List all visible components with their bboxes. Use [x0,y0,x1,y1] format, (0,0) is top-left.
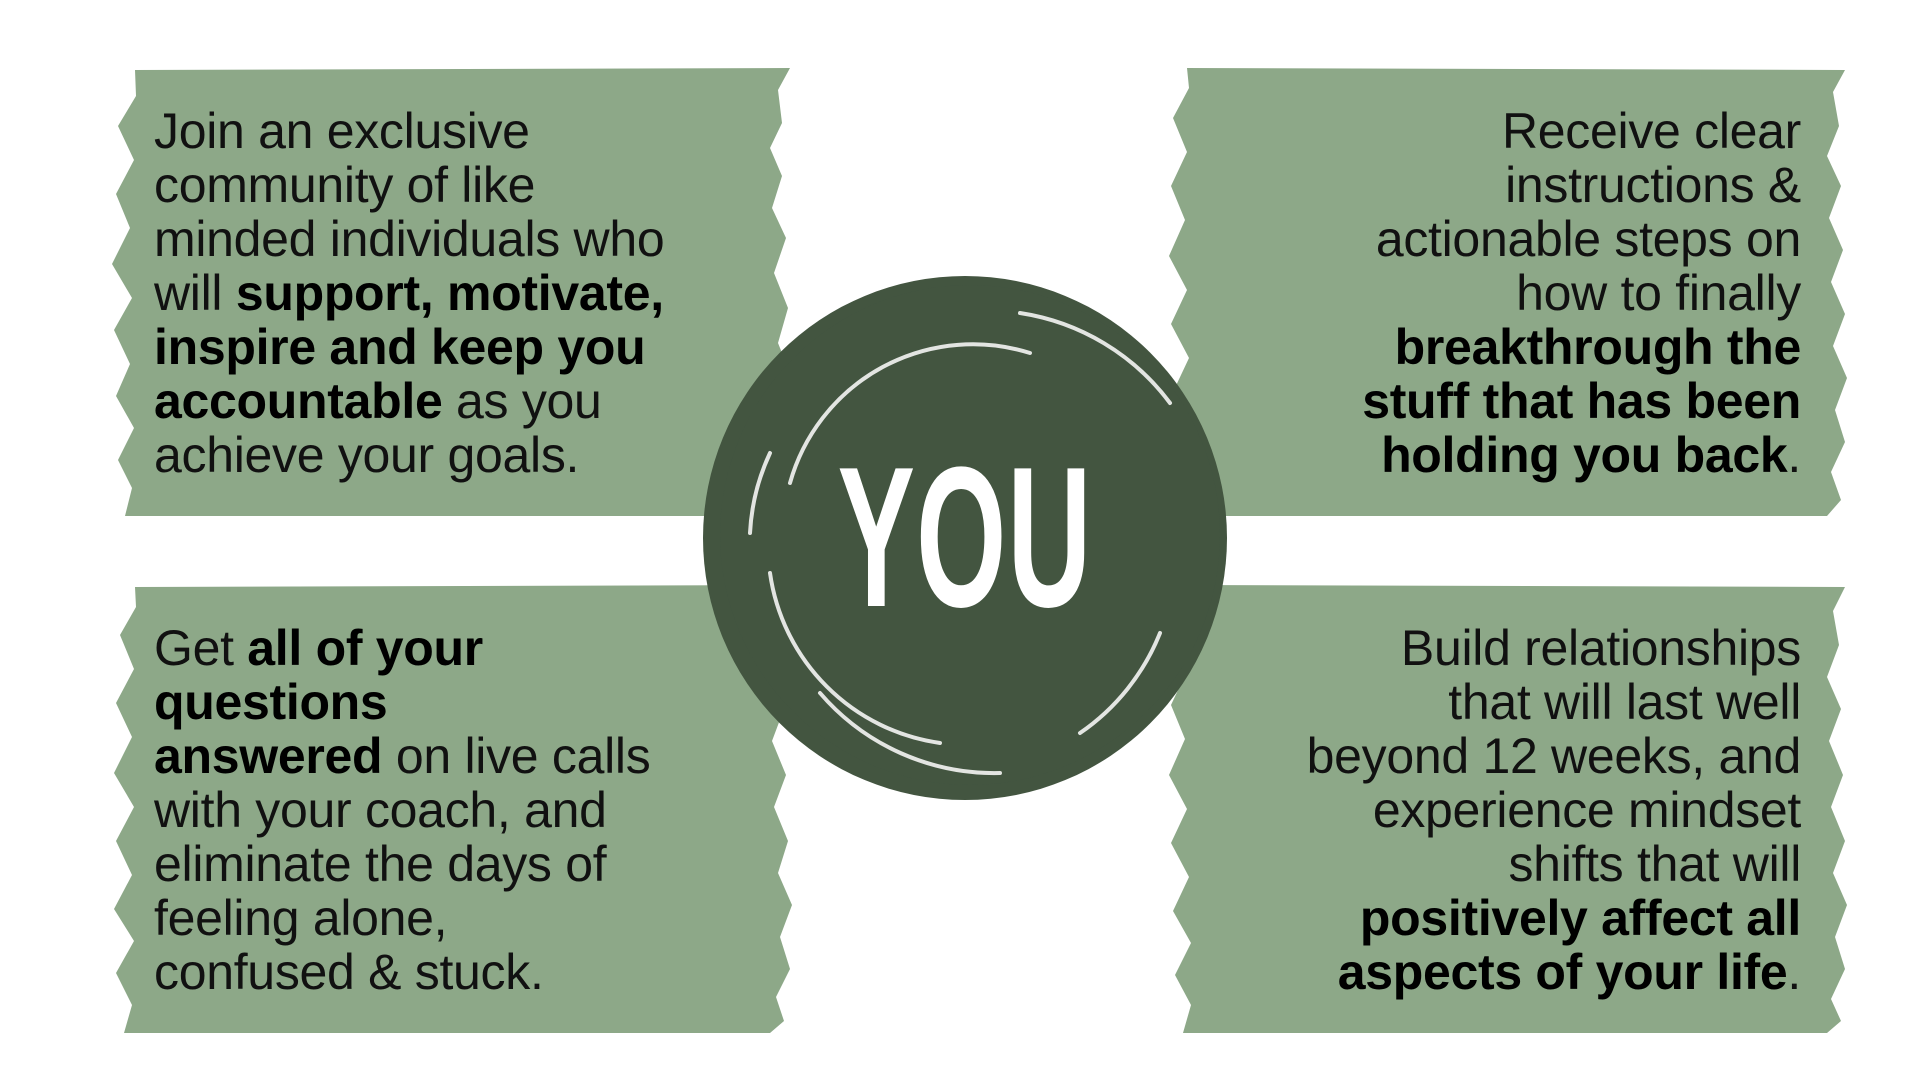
text-line: minded individuals who [154,211,665,267]
text-line: experience mindset [1372,782,1801,838]
text-line: feeling alone, [154,890,448,946]
brush-scratch [1078,631,1162,735]
emphasis: breakthrough the [1394,319,1802,375]
emphasis: all of your [247,620,483,676]
text-line: beyond 12 weeks, and [1306,728,1802,784]
text-line: Receive clear [1501,103,1801,159]
text-line: accountable as you [154,373,602,429]
text-line: confused & stuck. [154,944,544,1000]
benefit-text-instructions: Receive clear instructions & actionable … [1201,104,1801,482]
benefit-text-questions: Get all of your questions answered on li… [154,621,754,999]
text-line: instructions & [1505,157,1801,213]
text-line: holding you back. [1381,427,1801,483]
text-line: stuff that has been [1201,374,1801,428]
emphasis: accountable [154,373,443,429]
benefit-panel-community: Join an exclusive community of like mind… [110,68,810,518]
emphasis: holding you back [1381,427,1788,483]
emphasis: positively affect all [1359,890,1801,946]
brush-scratch [788,342,1032,485]
text-line: aspects of your life. [1337,944,1802,1000]
brush-scratch [768,571,942,745]
emphasis: stuff that has been [1362,373,1801,429]
brush-scratch [748,451,772,535]
text-line: how to finally [1516,265,1801,321]
benefit-text-relationships: Build relationships that will last well … [1201,620,1802,1000]
benefit-panel-instructions: Receive clear instructions & actionable … [1165,68,1865,518]
text-line: questions [154,675,754,729]
brush-stroke-background [114,585,792,1033]
emphasis: inspire and keep you [154,319,646,375]
text-line: answered on live calls [154,728,651,784]
text-line: Join an exclusive [154,103,530,159]
text-line: community of like [154,157,536,213]
benefit-panel-questions: Get all of your questions answered on li… [110,585,810,1035]
text-line: Get all of your [154,620,483,676]
text-line: inspire and keep you [154,320,754,374]
emphasis: answered [154,728,383,784]
text-line: achieve your goals. [154,427,580,483]
text-line: that will last well [1448,674,1801,730]
text-line: with your coach, and [154,782,607,838]
brush-stroke-background [112,68,790,516]
center-label: YOU [837,426,1093,649]
circle-fill [720,285,1220,785]
brush-scratch [818,691,1002,776]
text-line: shifts that will [1508,836,1801,892]
text-line: breakthrough the [1201,319,1802,375]
center-circle: YOU [700,273,1230,803]
brush-stroke-background [1169,68,1847,516]
emphasis: questions [154,674,388,730]
emphasis: support, motivate, [235,265,664,321]
benefit-panel-relationships: Build relationships that will last well … [1165,585,1865,1035]
brush-circle-graphic [703,276,1227,800]
benefit-text-community: Join an exclusive community of like mind… [154,104,754,482]
text-line: Build relationships [1400,620,1801,676]
brush-stroke-background [1169,585,1847,1033]
text-line: eliminate the days of [154,836,607,892]
emphasis: aspects of your life [1337,944,1788,1000]
text-line: positively affect all [1201,891,1801,945]
text-line: will support, motivate, [154,265,664,321]
brush-scratch [1018,311,1172,405]
text-line: actionable steps on [1375,211,1801,267]
